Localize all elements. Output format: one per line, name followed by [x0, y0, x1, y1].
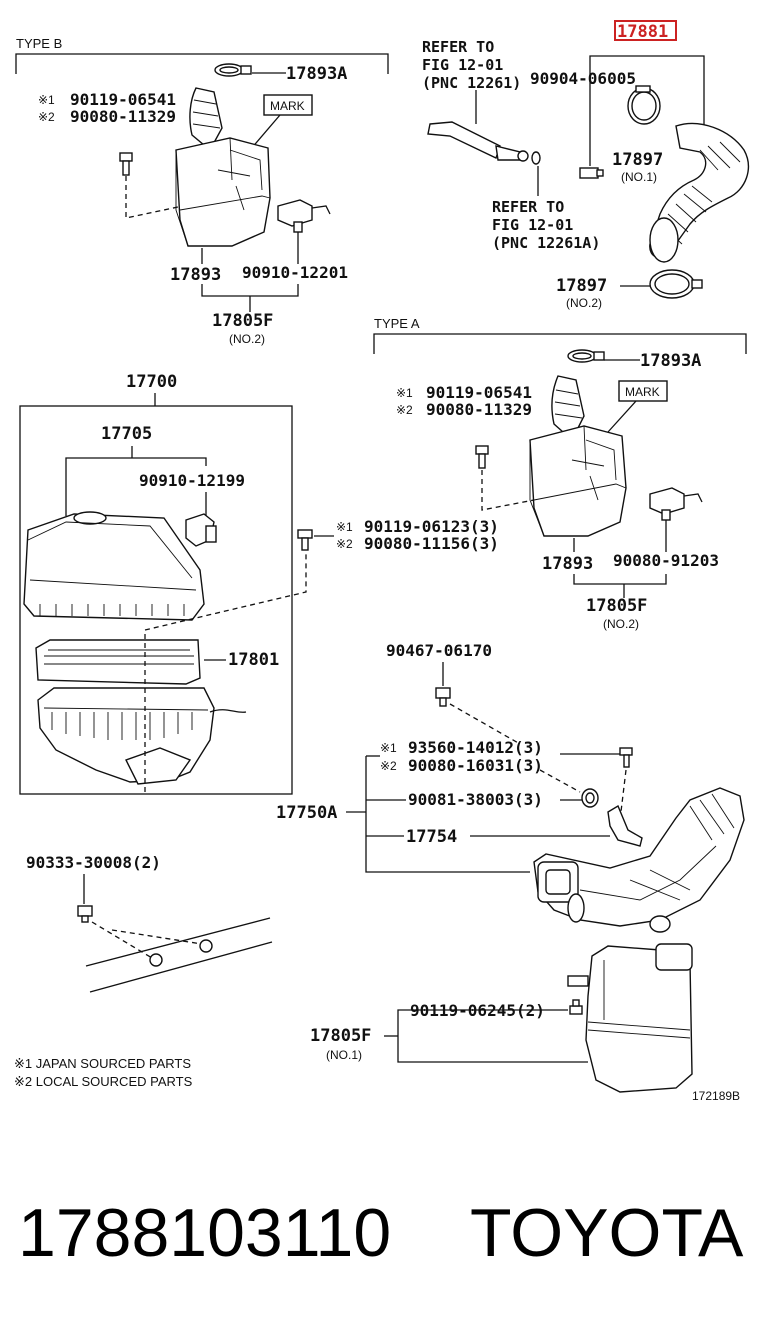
type-a-group: TYPE A 17893A ※1 90119-06541 ※2 90080-11… [373, 316, 747, 631]
cleaner-assy-label: 17700 [126, 372, 177, 392]
type-a-marker-2: ※2 [396, 403, 413, 417]
cleaner-bolt-icon [297, 529, 313, 551]
type-a-title: TYPE A [374, 316, 420, 331]
type-b-bracket [15, 53, 389, 74]
cleaner-cap-icon [23, 511, 205, 621]
lower-assy-sub: (NO.1) [326, 1048, 362, 1062]
cleaner-marker-2: ※2 [336, 537, 353, 551]
intake-duct-label: 17750A [276, 803, 337, 823]
clamp2-icon [649, 269, 703, 299]
type-b-clamp-icon [214, 63, 252, 77]
intake-bolt-top-icon [435, 687, 451, 707]
type-a-vsv-label: 90080-91203 [613, 551, 719, 570]
cleaner-bolt-jp: 90119-06123(3) [364, 517, 499, 536]
refer2-line1: REFER TO [492, 198, 564, 216]
filter-element-icon [35, 639, 201, 685]
mass-air-sensor-icon [185, 513, 217, 547]
footer-part-number: 1788103110 [18, 1195, 391, 1271]
intake-grommet-label: 90081-38003(3) [408, 790, 543, 809]
type-b-clamp-label: 17893A [286, 64, 347, 84]
type-a-clamp-label: 17893A [640, 351, 701, 371]
type-b-mark-label: MARK [270, 99, 305, 113]
type-b-resonator-icon [175, 87, 271, 247]
highlight-box [614, 20, 677, 41]
clip-icon [77, 905, 93, 923]
cleaner-bolt-local: 90080-11156(3) [364, 534, 499, 553]
air-cleaner-group: 17700 17705 90910-12199 17801 [19, 372, 499, 795]
type-b-vsv-icon [277, 199, 331, 233]
type-a-resonator-label: 17893 [542, 554, 593, 574]
type-b-mark-box [263, 94, 313, 116]
intake-marker-2: ※2 [380, 759, 397, 773]
type-a-mark-label: MARK [625, 385, 660, 399]
type-b-bolt-jp: 90119-06541 [70, 90, 176, 109]
clamp1-icon [627, 85, 661, 125]
type-a-bolt-local: 90080-11329 [426, 400, 532, 419]
type-b-resonator-label: 17893 [170, 265, 221, 285]
refer1-line1: REFER TO [422, 38, 494, 56]
cleaner-sensor-label: 90910-12199 [139, 471, 245, 490]
note-marker-1: ※1 [38, 93, 55, 107]
type-a-bracket [373, 333, 747, 354]
intake-bolt-local: 90080-16031(3) [408, 756, 543, 775]
intake-group: 90467-06170 ※1 93560-14012(3) ※2 90080-1… [276, 641, 745, 1093]
pipe-icon [427, 121, 541, 165]
refer2-line2: FIG 12-01 [492, 216, 573, 234]
note-local: ※2 LOCAL SOURCED PARTS [14, 1074, 193, 1089]
type-b-vsv-label: 90910-12201 [242, 263, 348, 282]
type-b-assy-label: 17805F [212, 311, 273, 331]
cleaner-element-label: 17801 [228, 650, 279, 670]
refer2-line3: (PNC 12261A) [492, 234, 600, 252]
type-a-bolt-jp: 90119-06541 [426, 383, 532, 402]
type-a-bolt-icon [475, 445, 489, 469]
cleaner-case-icon [37, 687, 247, 785]
intake-bracket-label: 17754 [406, 827, 457, 847]
hose-group: 17881 REFER TO FIG 12-01 (PNC 12261) 909… [422, 20, 749, 310]
refer1-line2: FIG 12-01 [422, 56, 503, 74]
clamp1-sub: (NO.1) [621, 170, 657, 184]
cleaner-frame [19, 405, 293, 795]
intake-marker-1: ※1 [380, 741, 397, 755]
figure-id: 172189B [692, 1089, 740, 1103]
type-b-title: TYPE B [16, 36, 62, 51]
air-hose-icon [649, 122, 749, 263]
clamp1-label: 17897 [612, 150, 663, 170]
cleaner-marker-1: ※1 [336, 520, 353, 534]
type-a-mark-box [618, 380, 668, 402]
refer1-line3: (PNC 12261) [422, 74, 521, 92]
bracket-icon [607, 804, 643, 847]
type-b-assy-sub: (NO.2) [229, 332, 265, 346]
type-a-clamp-icon [567, 349, 605, 363]
type-a-vsv-icon [649, 487, 703, 521]
intake-bolt-jp: 93560-14012(3) [408, 738, 543, 757]
lower-assy-label: 17805F [310, 1026, 371, 1046]
type-b-group: TYPE B 17893A ※1 90119-06541 ※2 90080-11… [15, 36, 389, 346]
highlight-part-label: 17881 [617, 22, 668, 42]
intake-duct-icon [533, 787, 745, 933]
type-a-assy-label: 17805F [586, 596, 647, 616]
hose-clip-label: 90904-06005 [530, 69, 636, 88]
type-a-resonator-icon [529, 375, 627, 537]
note-marker-2: ※2 [38, 110, 55, 124]
intake-screw-icon [619, 747, 633, 768]
hose-bolt-icon [579, 167, 604, 179]
lower-bolt-icon [569, 999, 583, 1015]
clamp2-label: 17897 [556, 276, 607, 296]
type-b-bolt-local: 90080-11329 [70, 107, 176, 126]
clip-label: 90333-30008(2) [26, 853, 161, 872]
type-a-assy-sub: (NO.2) [603, 617, 639, 631]
clamp2-sub: (NO.2) [566, 296, 602, 310]
lower-resonator-icon [567, 943, 693, 1093]
type-b-bolt-icon [119, 152, 133, 176]
cleaner-cap-label: 17705 [101, 424, 152, 444]
footer-brand: TOYOTA [470, 1195, 744, 1271]
note-japan: ※1 JAPAN SOURCED PARTS [14, 1056, 191, 1071]
clip-group: 90333-30008(2) [26, 853, 273, 993]
grommet-icon [581, 788, 599, 808]
intake-bolt-top-label: 90467-06170 [386, 641, 492, 660]
type-a-marker-1: ※1 [396, 386, 413, 400]
